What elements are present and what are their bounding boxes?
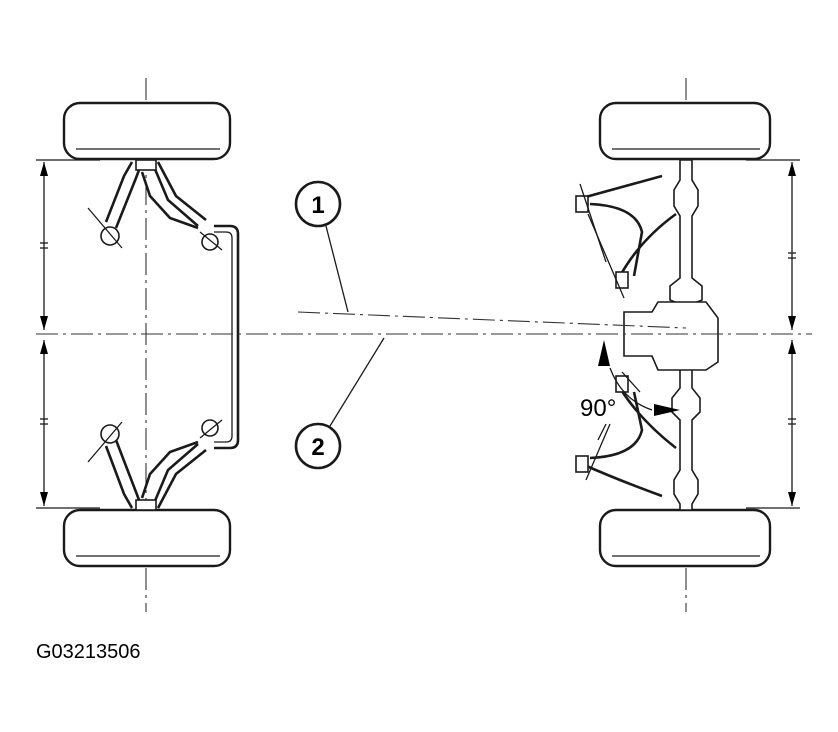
callout-1-label: 1 — [311, 192, 324, 219]
callout-2-label: 2 — [311, 434, 324, 461]
differential — [623, 301, 719, 371]
front-axle — [62, 78, 240, 612]
right-angle-marker — [597, 340, 680, 441]
rear-lower-trailing-arm — [575, 371, 677, 498]
thrust-line — [297, 311, 687, 329]
rear-lower-tyre — [598, 508, 772, 568]
front-dimension-lines — [36, 159, 100, 509]
rear-axle — [575, 78, 772, 612]
rear-dimension-lines — [746, 159, 800, 509]
front-upper-tyre — [62, 101, 232, 161]
front-lower-suspension — [87, 419, 223, 511]
front-lower-tyre — [62, 508, 232, 568]
front-tie-rod — [214, 224, 240, 450]
figure-id: G03213506 — [36, 641, 141, 663]
rear-upper-trailing-arm — [575, 174, 677, 299]
callout-2: 2 — [294, 337, 385, 470]
rear-upper-tyre — [598, 101, 772, 161]
callout-1: 1 — [294, 180, 349, 313]
front-upper-suspension — [87, 159, 223, 251]
angle-label: 90° — [580, 395, 616, 422]
